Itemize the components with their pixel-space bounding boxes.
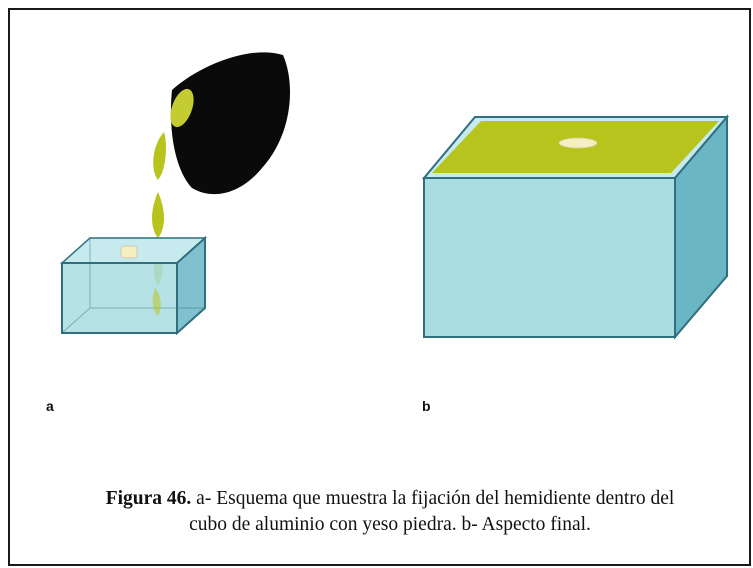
small-box bbox=[60, 235, 207, 336]
large-box bbox=[421, 114, 730, 340]
panel-label-a: a bbox=[46, 398, 54, 414]
caption-figure-label: Figura 46. bbox=[105, 488, 192, 509]
caption-text-1: a- Esquema que muestra la fijación del h… bbox=[191, 488, 675, 509]
panel-label-b: b bbox=[422, 398, 431, 414]
pouring-bowl bbox=[170, 52, 291, 195]
caption-text-2: cubo de aluminio con yeso piedra. b- Asp… bbox=[189, 514, 591, 535]
caption-line-1: Figura 46. a- Esquema que muestra la fij… bbox=[30, 486, 750, 512]
figure-caption: Figura 46. a- Esquema que muestra la fij… bbox=[30, 486, 750, 538]
